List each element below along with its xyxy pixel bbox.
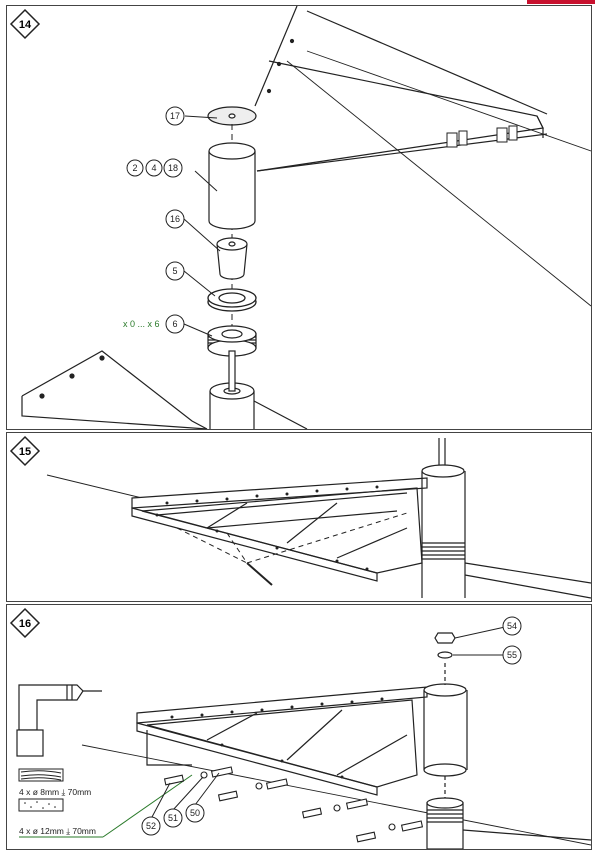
- washer: [437, 651, 453, 659]
- step-14-panel: 14: [6, 5, 592, 430]
- step-badge: 16: [9, 607, 41, 639]
- step-15-drawing: 15: [9, 435, 591, 599]
- stair-tread: [254, 6, 591, 307]
- rod: [246, 562, 273, 586]
- frame-holes: [155, 485, 379, 571]
- tread-brackets: [446, 125, 518, 148]
- callout: [126, 106, 221, 337]
- callout: [141, 616, 522, 836]
- callout-label: 18: [168, 163, 178, 173]
- lower-tread: [21, 350, 308, 429]
- lower-column: [209, 350, 255, 429]
- tread-frame: [136, 686, 428, 796]
- drill-icon: [16, 684, 102, 757]
- step-badge: 15: [9, 435, 41, 467]
- screws: [163, 766, 424, 843]
- callout-label: 52: [146, 821, 156, 831]
- center-column: [421, 438, 591, 599]
- step-badge: 14: [9, 8, 41, 40]
- callout-label: 17: [170, 111, 180, 121]
- drill-note-concrete: 4 x ø 12mm ⤓ 70mm: [19, 826, 96, 836]
- callout-label: 2: [132, 163, 137, 173]
- callout-label: 55: [507, 650, 517, 660]
- callout-label: 16: [170, 214, 180, 224]
- drill-note-wood: 4 x ø 8mm ⤓ 70mm: [19, 787, 91, 797]
- step-16-panel: 16 4 x ø 8mm ⤓ 70mm 4 x ø 12mm ⤓ 70mm: [6, 604, 592, 850]
- step-14-drawing: 14: [9, 6, 591, 429]
- svg-text:16: 16: [19, 618, 31, 630]
- svg-text:14: 14: [19, 19, 32, 31]
- hex-nut: [434, 632, 456, 644]
- callout-label: 51: [168, 813, 178, 823]
- frame-holes: [170, 697, 384, 779]
- leader-line: [102, 774, 193, 838]
- ring-nut: [207, 288, 257, 312]
- spacer: [216, 237, 248, 280]
- callout-label: 54: [507, 621, 517, 631]
- step-16-drawing: 16 4 x ø 8mm ⤓ 70mm 4 x ø 12mm ⤓ 70mm: [9, 607, 591, 849]
- tread-frame: [131, 477, 428, 582]
- center-column: [423, 663, 591, 849]
- center-sleeve: [208, 142, 256, 230]
- callout-label: 6: [172, 319, 177, 329]
- concrete-drill-icon: [18, 798, 64, 812]
- quantity-note: x 0 ... x 6: [123, 319, 160, 329]
- step-15-panel: 15: [6, 432, 592, 602]
- assembly-guides: [176, 512, 408, 564]
- accent-bar: [527, 0, 595, 4]
- svg-text:15: 15: [19, 446, 31, 458]
- callout-label: 50: [190, 808, 200, 818]
- wood-drill-icon: [18, 768, 64, 782]
- callout-label: 5: [172, 266, 177, 276]
- callout-label: 4: [151, 163, 156, 173]
- cap-plate: [207, 106, 257, 126]
